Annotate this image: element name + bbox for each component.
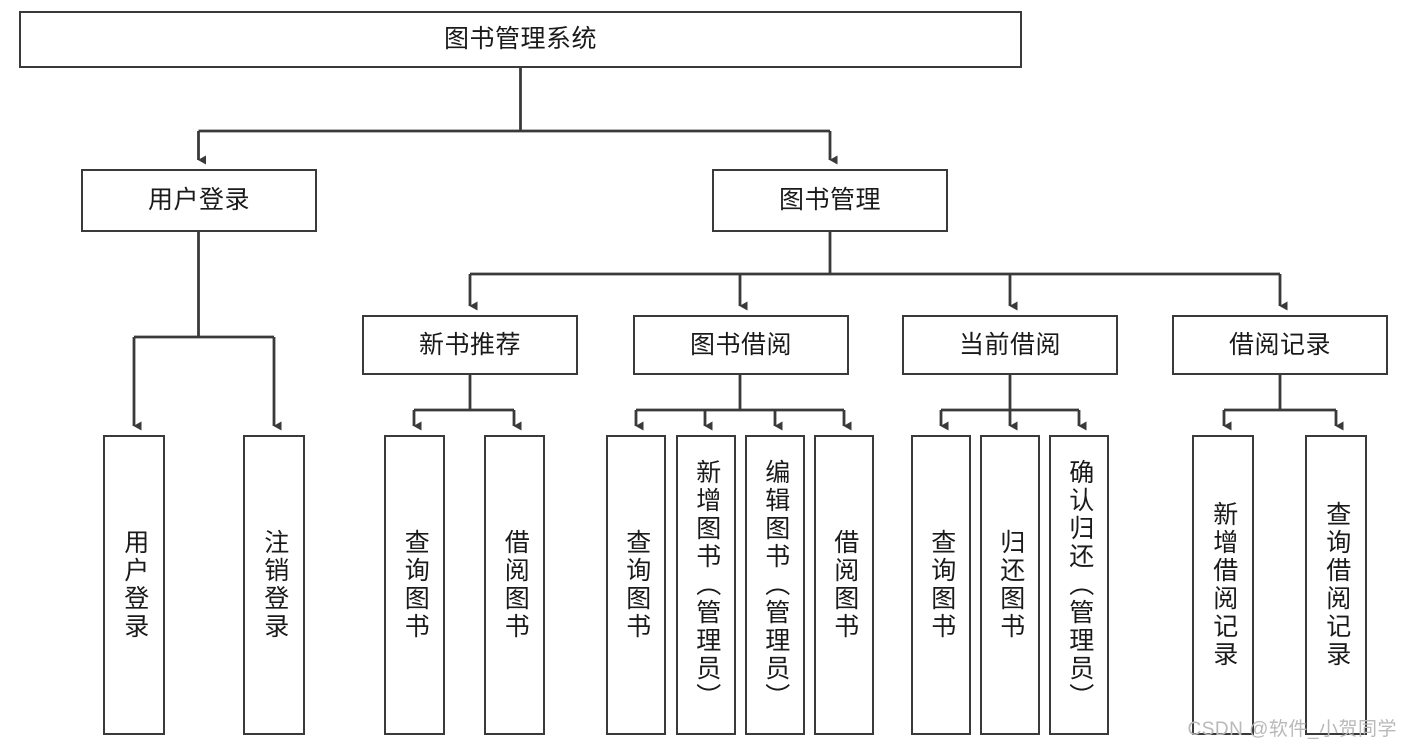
node-label: 图书借阅 [689, 330, 792, 359]
node-label: 查询图书 [401, 529, 430, 641]
csdn-watermark: CSDN @软件_小贺同学 [1187, 719, 1397, 740]
leaf-add-borrow-record[interactable]: 新增借阅记录 [1192, 435, 1254, 735]
leaf-edit-book-admin[interactable]: 编辑图书（管理员） [745, 435, 805, 735]
node-label: 图书管理系统 [443, 25, 597, 54]
node-user-login[interactable]: 用户登录 [81, 169, 317, 232]
node-label: 图书管理 [778, 186, 881, 215]
node-root-system[interactable]: 图书管理系统 [19, 11, 1022, 68]
leaf-confirm-return-admin[interactable]: 确认归还（管理员） [1049, 435, 1109, 735]
leaf-return-book[interactable]: 归还图书 [980, 435, 1040, 735]
node-label: 借阅图书 [830, 529, 859, 641]
node-book-manage[interactable]: 图书管理 [712, 169, 948, 232]
node-label: 用户登录 [147, 186, 250, 215]
node-current-borrow[interactable]: 当前借阅 [902, 315, 1118, 375]
leaf-borrow-book-borrow[interactable]: 借阅图书 [814, 435, 874, 735]
leaf-query-book-recommend[interactable]: 查询图书 [384, 435, 445, 735]
leaf-query-book-borrow[interactable]: 查询图书 [606, 435, 666, 735]
node-borrow-record[interactable]: 借阅记录 [1172, 315, 1388, 375]
leaf-logout-login[interactable]: 注销登录 [243, 435, 305, 735]
leaf-borrow-book-recommend[interactable]: 借阅图书 [484, 435, 545, 735]
node-label: 新书推荐 [418, 330, 521, 359]
node-label: 查询图书 [927, 529, 956, 641]
node-label: 确认归还（管理员） [1065, 459, 1094, 711]
node-label: 借阅记录 [1228, 330, 1331, 359]
leaf-query-borrow-record[interactable]: 查询借阅记录 [1305, 435, 1367, 735]
node-label: 查询图书 [622, 529, 651, 641]
leaf-add-book-admin[interactable]: 新增图书（管理员） [676, 435, 736, 735]
node-label: 注销登录 [260, 529, 289, 641]
node-new-book-recommend[interactable]: 新书推荐 [362, 315, 578, 375]
node-book-borrow[interactable]: 图书借阅 [633, 315, 849, 375]
node-label: 查询借阅记录 [1322, 501, 1351, 669]
node-label: 借阅图书 [501, 529, 530, 641]
node-label: 归还图书 [996, 529, 1025, 641]
leaf-query-book-current[interactable]: 查询图书 [911, 435, 971, 735]
node-label: 编辑图书（管理员） [761, 459, 790, 711]
leaf-user-login[interactable]: 用户登录 [103, 435, 165, 735]
node-label: 当前借阅 [958, 330, 1061, 359]
node-label: 用户登录 [120, 529, 149, 641]
node-label: 新增借阅记录 [1209, 501, 1238, 669]
node-label: 新增图书（管理员） [692, 459, 721, 711]
